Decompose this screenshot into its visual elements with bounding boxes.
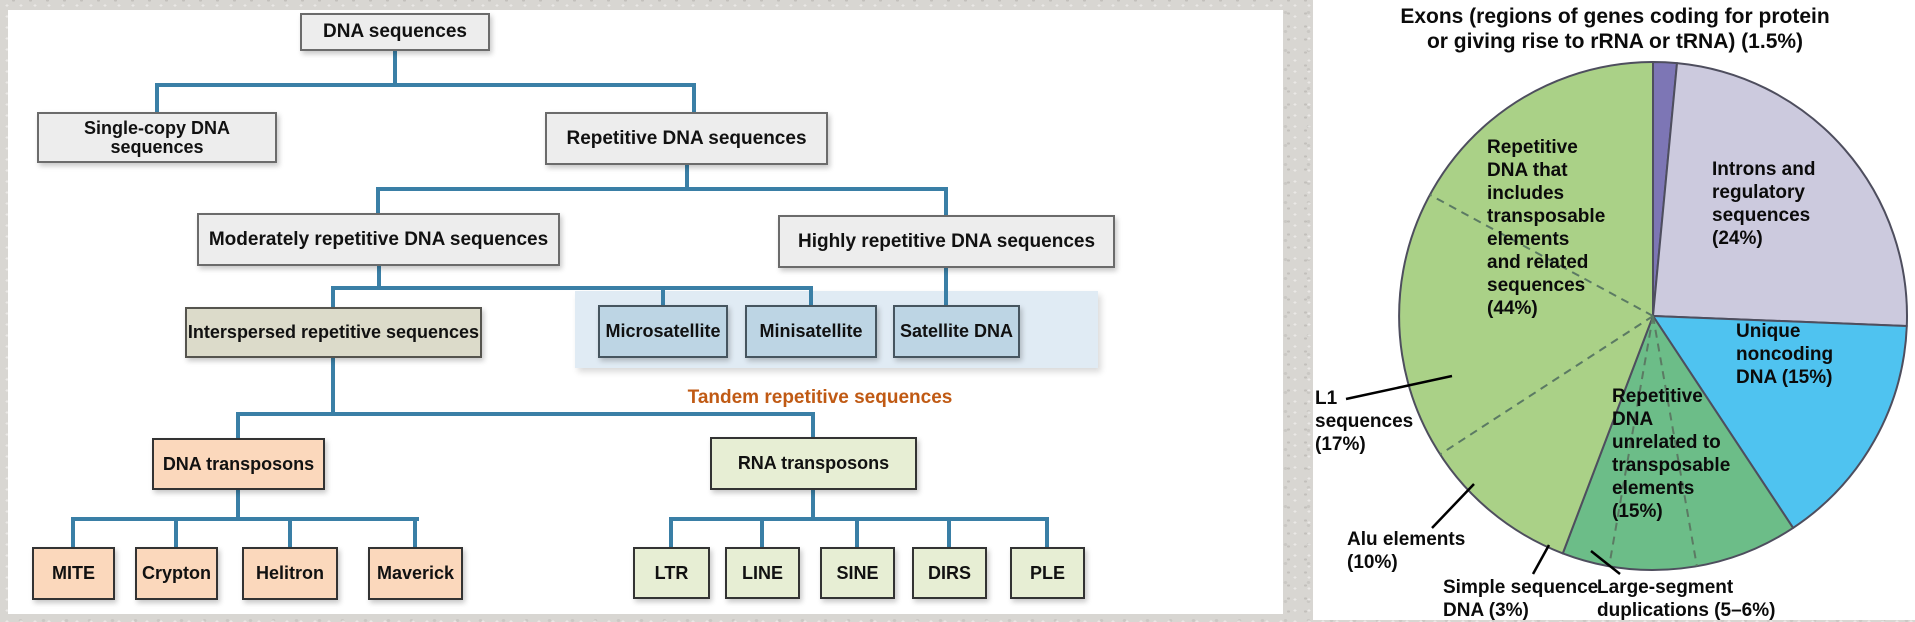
- node-minisatellite: Minisatellite: [745, 305, 877, 358]
- node-highly-repetitive-dna-sequences: Highly repetitive DNA sequences: [778, 215, 1115, 268]
- node-repetitive-dna-sequences: Repetitive DNA sequences: [545, 112, 828, 165]
- pie-label-l1-sequences: L1 sequences (17%): [1315, 388, 1414, 455]
- pie-label-simple-sequence: Simple sequence DNA (3%): [1443, 577, 1599, 621]
- connector-line: [944, 187, 948, 215]
- connector-line: [288, 517, 292, 547]
- node-dna-sequences: DNA sequences: [300, 13, 490, 51]
- connector-line: [71, 517, 75, 547]
- pie-label-large-segment: Large-segment duplications (5–6%): [1597, 577, 1776, 621]
- connector-line: [331, 358, 335, 416]
- connector-line: [236, 490, 240, 521]
- connector-line: [811, 412, 815, 437]
- connector-line: [855, 517, 859, 547]
- connector-line: [71, 517, 419, 521]
- connector-line: [661, 286, 665, 305]
- node-satellite-dna: Satellite DNA: [893, 305, 1020, 358]
- flowchart-panel: DNA sequences Single-copy DNA sequences …: [8, 10, 1283, 614]
- connector-line: [236, 412, 815, 416]
- connector-line: [155, 83, 159, 112]
- node-line: LINE: [725, 547, 800, 599]
- node-moderately-repetitive-dna-sequences: Moderately repetitive DNA sequences: [197, 213, 560, 266]
- connector-line: [236, 412, 240, 438]
- connector-line: [669, 517, 673, 547]
- connector-line: [331, 286, 335, 307]
- connector-line: [760, 517, 764, 547]
- connector-line: [685, 165, 689, 191]
- pie-label-repetitive-te: Repetitive DNA that includes transposabl…: [1487, 137, 1606, 319]
- connector-line: [376, 187, 948, 191]
- connector-line: [692, 83, 696, 112]
- connector-line: [376, 187, 380, 213]
- node-single-copy-dna-sequences: Single-copy DNA sequences: [37, 112, 277, 163]
- connector-line: [413, 517, 417, 547]
- connector-line: [331, 286, 813, 290]
- connector-line: [393, 51, 397, 87]
- connector-line: [944, 268, 948, 305]
- pie-title-exons: Exons (regions of genes coding for prote…: [1400, 5, 1830, 53]
- node-mite: MITE: [32, 547, 115, 600]
- pie-label-alu-elements: Alu elements (10%): [1347, 529, 1466, 573]
- tandem-repetitive-sequences-label: Tandem repetitive sequences: [687, 387, 953, 408]
- connector-line: [811, 490, 815, 521]
- node-crypton: Crypton: [135, 547, 218, 600]
- node-sine: SINE: [820, 547, 895, 599]
- node-helitron: Helitron: [242, 547, 338, 600]
- node-dna-transposons: DNA transposons: [152, 438, 325, 490]
- node-maverick: Maverick: [368, 547, 463, 600]
- connector-line: [809, 286, 813, 305]
- connector-line: [155, 83, 696, 87]
- connector-line: [1045, 517, 1049, 547]
- connector-line: [669, 517, 1049, 521]
- connector-line: [947, 517, 951, 547]
- connector-line: [174, 517, 178, 547]
- node-ltr: LTR: [633, 547, 710, 599]
- node-microsatellite: Microsatellite: [598, 305, 728, 358]
- node-interspersed-repetitive-sequences: Interspersed repetitive sequences: [185, 307, 482, 358]
- connector-line: [377, 266, 381, 290]
- pie-label-unique-noncoding: Unique noncoding DNA (15%): [1736, 321, 1834, 388]
- pie-label-introns: Introns and regulatory sequences (24%): [1712, 159, 1816, 249]
- node-ple: PLE: [1010, 547, 1085, 599]
- pie-panel: [1313, 0, 1915, 620]
- node-rna-transposons: RNA transposons: [710, 437, 917, 490]
- node-dirs: DIRS: [912, 547, 987, 599]
- pie-label-repetitive-unrelated: Repetitive DNA unrelated to transposable…: [1612, 386, 1731, 522]
